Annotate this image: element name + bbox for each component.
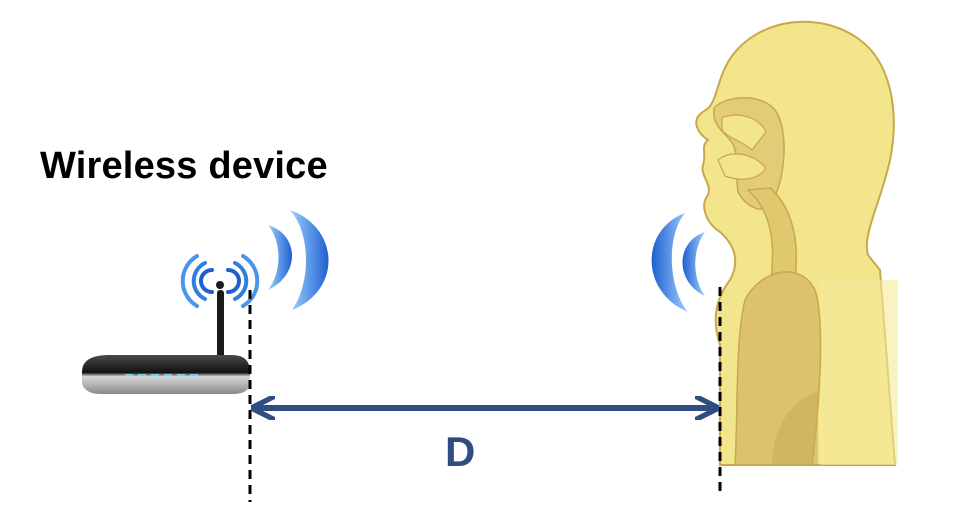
wireless-device-label: Wireless device (40, 145, 328, 187)
outgoing-wave-icon (268, 210, 329, 310)
distance-label: D (445, 428, 476, 475)
human-head-torso-cross-section-icon (695, 20, 898, 466)
wireless-router-icon (82, 281, 250, 394)
reflected-wave-icon (651, 213, 705, 312)
router-signal-icon (180, 254, 260, 308)
